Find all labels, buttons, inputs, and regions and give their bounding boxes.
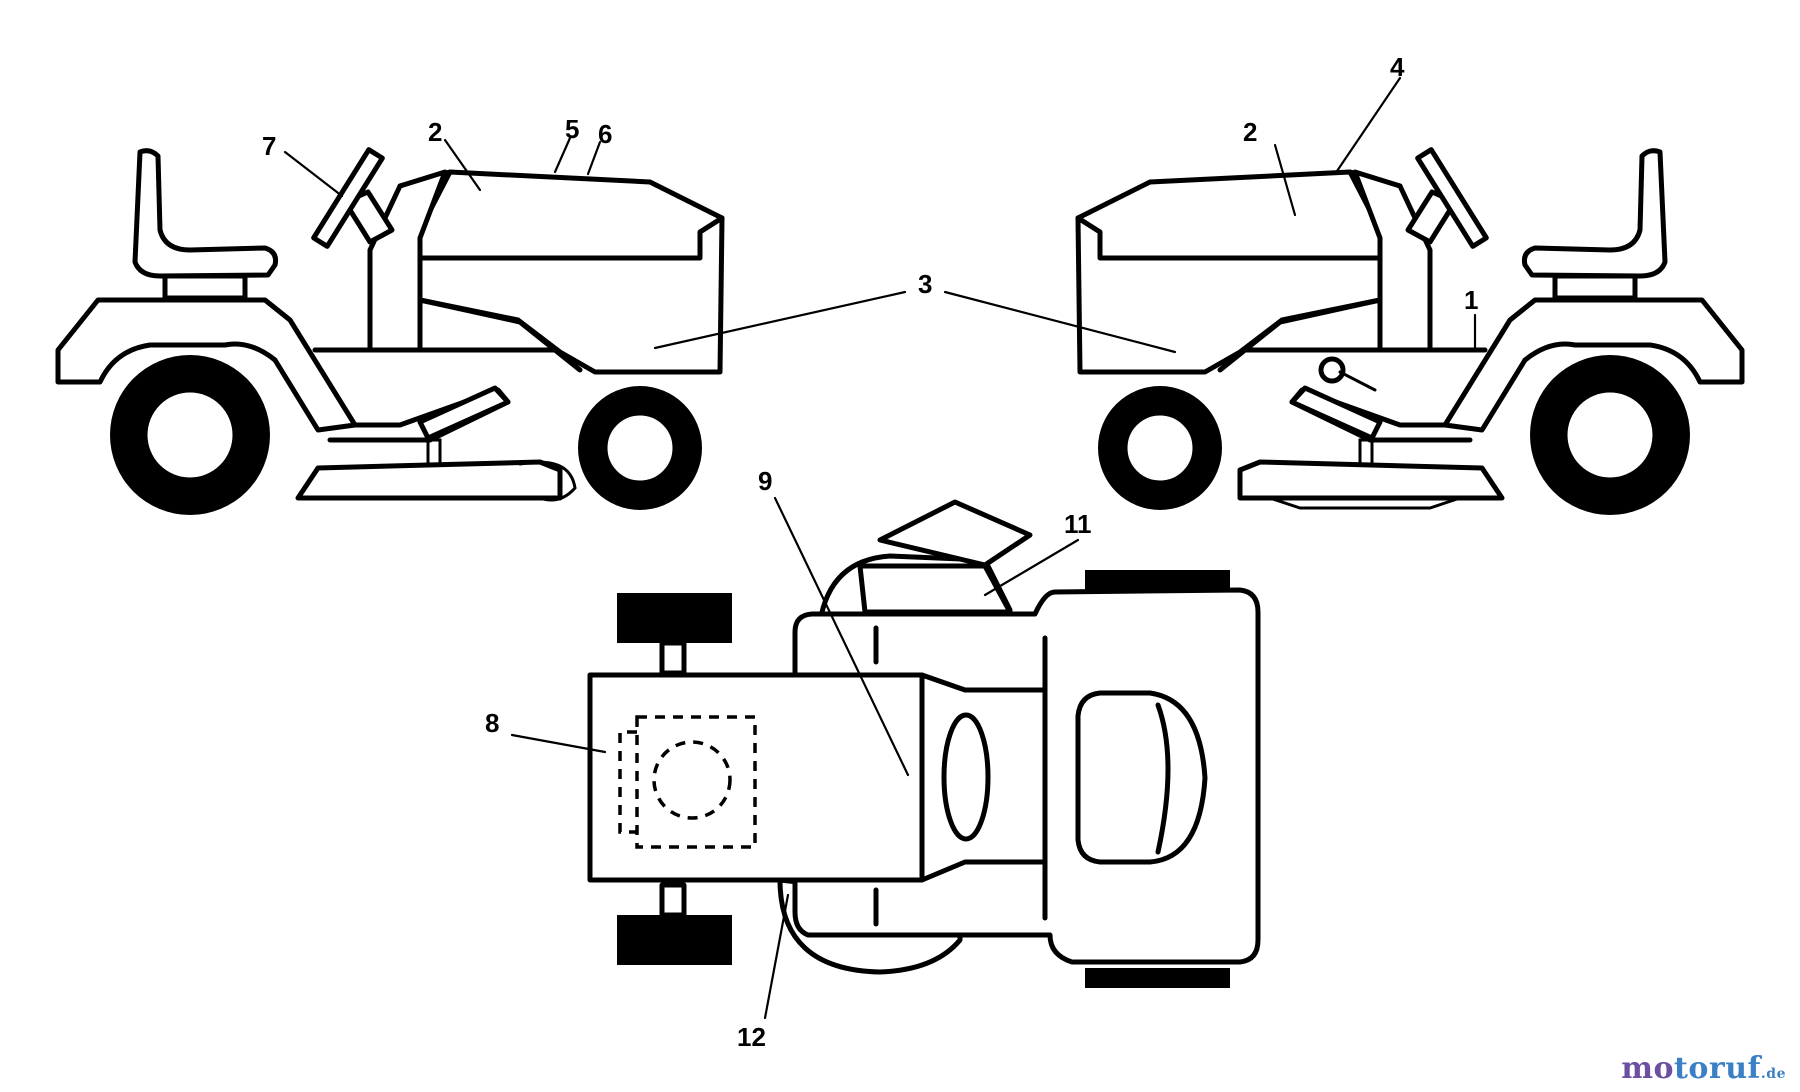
left-seat: [132, 148, 278, 279]
right-pedal: [1289, 385, 1383, 441]
top-seat: [1075, 690, 1208, 865]
callout-2-right: 2: [1243, 117, 1257, 147]
top-discharge-chute: [877, 499, 1033, 568]
callout-8: 8: [485, 708, 499, 738]
watermark-part-2: toruf: [1674, 1051, 1761, 1086]
right-hood: [1075, 169, 1403, 375]
watermark-tld: .de: [1760, 1066, 1786, 1082]
callout-6: 6: [598, 119, 612, 149]
callout-12: 12: [737, 1022, 766, 1052]
top-front-axle-bottom: [659, 882, 687, 918]
left-rear-wheel: [110, 355, 270, 515]
left-hood: [397, 169, 725, 375]
top-front-axle-top: [659, 640, 687, 676]
top-front-tire-bottom: [617, 915, 732, 965]
left-deck-hanger: [426, 438, 442, 466]
right-rear-wheel: [1530, 355, 1690, 515]
top-engine-flywheel: [652, 740, 732, 820]
right-deck-discharge: [1268, 496, 1462, 510]
right-seat-base: [1552, 273, 1638, 301]
tractor-left-side-view: [55, 147, 725, 515]
callout-5: 5: [565, 114, 579, 144]
left-deck-chute: [518, 460, 577, 502]
callout-11: 11: [1064, 509, 1092, 539]
watermark-logo: motoruf.de: [1621, 1054, 1786, 1084]
top-front-tire-top: [617, 593, 732, 643]
left-front-wheel: [578, 386, 702, 510]
top-chute-base: [857, 563, 1013, 615]
callout-3: 3: [918, 269, 932, 299]
right-steering-wheel: [1415, 147, 1489, 249]
top-rear-tire-top: [1085, 570, 1230, 590]
left-dash-column: [367, 169, 448, 353]
top-engine-outline-left: [618, 730, 637, 834]
watermark-part-1: mo: [1621, 1051, 1675, 1086]
callout-9: 9: [758, 466, 772, 496]
top-seat-back: [1155, 702, 1171, 855]
callout-2-left: 2: [428, 117, 442, 147]
top-steering-wheel: [941, 712, 991, 842]
right-seat: [1522, 148, 1668, 279]
callout-4: 4: [1390, 52, 1405, 82]
top-hood: [587, 672, 925, 883]
tractor-top-view: [587, 499, 1261, 988]
leader-lines: [283, 76, 1477, 1020]
left-mower-deck: [295, 459, 563, 501]
right-front-wheel: [1098, 386, 1222, 510]
top-engine-outline: [635, 715, 757, 849]
left-pedal: [417, 385, 511, 441]
right-dash-column: [1352, 169, 1433, 353]
right-lever: [1338, 370, 1377, 392]
right-lever-knob: [1318, 356, 1346, 384]
tractor-right-side-view: [1075, 147, 1745, 515]
callout-labels: 7 2 5 6 3 2 4 1 8 9 11 12: [262, 52, 1478, 1052]
left-steering-wheel: [311, 147, 385, 249]
left-seat-base: [162, 273, 248, 301]
callout-7: 7: [262, 131, 276, 161]
right-deck-hanger: [1358, 438, 1374, 466]
callout-1: 1: [1464, 285, 1478, 315]
right-mower-deck: [1237, 459, 1505, 501]
top-rear-tire-bottom: [1085, 968, 1230, 988]
